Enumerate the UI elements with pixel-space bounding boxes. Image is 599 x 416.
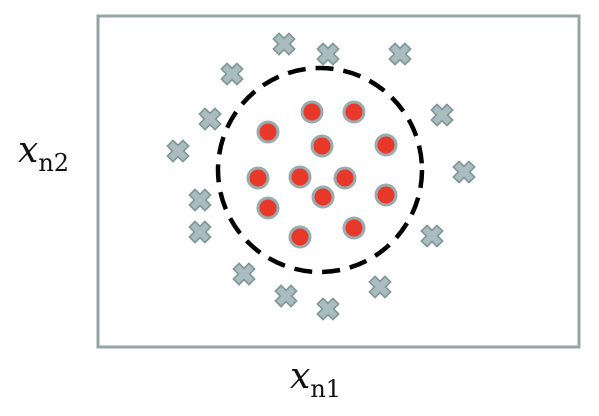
dot-marker [246, 166, 270, 190]
y-axis-label-var: x [18, 130, 38, 171]
class-x-markers [166, 32, 476, 321]
dot-marker [342, 100, 366, 124]
cross-marker [166, 139, 190, 163]
cross-marker [420, 224, 444, 248]
dot-marker [342, 216, 366, 240]
cross-marker [316, 297, 340, 321]
cross-marker [430, 103, 454, 127]
x-axis-label-sub: n1 [310, 375, 341, 403]
y-axis-label-sub: n2 [38, 149, 69, 177]
x-axis-label-var: x [290, 356, 310, 397]
dot-marker [374, 133, 398, 157]
cross-marker [316, 42, 340, 66]
dot-marker [256, 196, 280, 220]
cross-marker [188, 188, 212, 212]
dot-marker [256, 120, 280, 144]
cross-marker [188, 220, 212, 244]
x-axis-label: xn1 [290, 356, 341, 403]
cross-marker [272, 32, 296, 56]
cross-marker [368, 275, 392, 299]
cross-marker [388, 42, 412, 66]
dot-marker [374, 183, 398, 207]
cross-marker [232, 262, 256, 286]
cross-marker [274, 284, 298, 308]
cross-marker [452, 160, 476, 184]
dot-marker [300, 100, 324, 124]
dot-marker [311, 185, 335, 209]
cross-marker [198, 107, 222, 131]
decision-boundary [215, 65, 425, 275]
dot-marker [288, 225, 312, 249]
dot-marker [288, 165, 312, 189]
dot-marker [333, 166, 357, 190]
class-o-markers [246, 100, 398, 249]
cross-marker [220, 62, 244, 86]
y-axis-label: xn2 [18, 130, 69, 177]
plot-frame [96, 14, 581, 349]
dot-marker [310, 134, 334, 158]
